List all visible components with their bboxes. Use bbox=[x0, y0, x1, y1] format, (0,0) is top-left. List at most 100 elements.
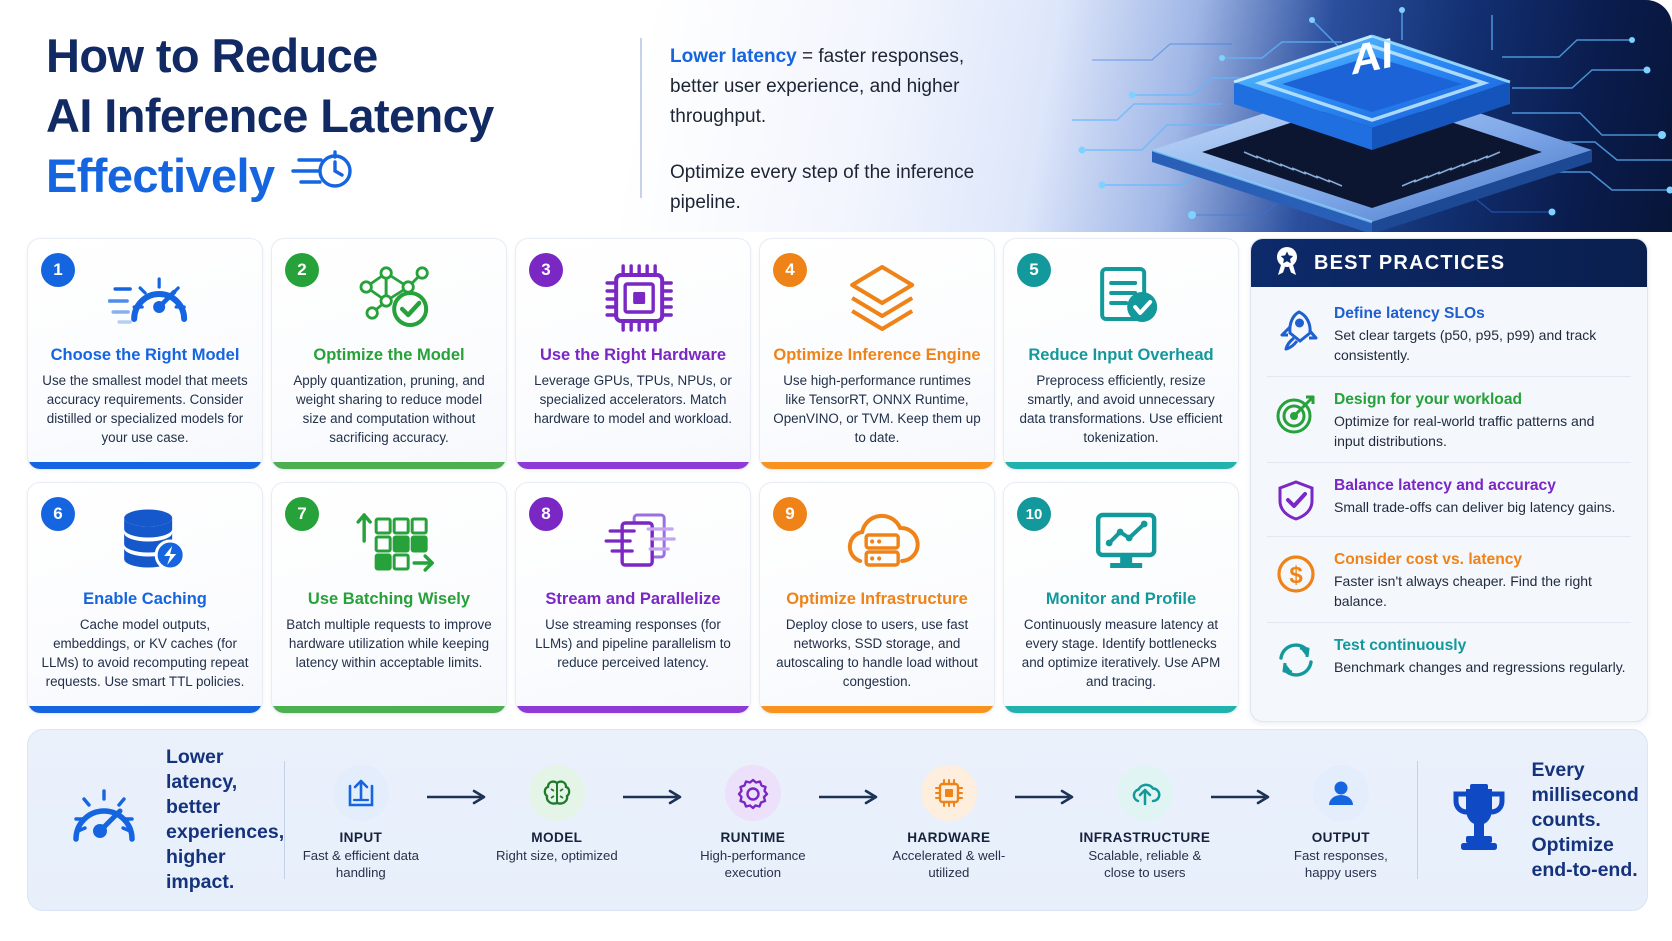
best-practice-title: Define latency SLOs bbox=[1334, 305, 1485, 322]
pipeline-stage-desc: Fast & efficient data handling bbox=[302, 847, 419, 881]
best-practice-title: Consider cost vs. latency bbox=[1334, 551, 1523, 568]
card-header: 1 bbox=[41, 253, 249, 345]
technique-card[interactable]: 5 Reduce Input Overhead Preprocess effic… bbox=[1003, 238, 1239, 470]
best-practice-item[interactable]: $ Consider cost vs. latency Faster isn't… bbox=[1267, 537, 1631, 623]
best-practice-desc: Benchmark changes and regressions regula… bbox=[1334, 659, 1626, 675]
header-intro: Lower latency = faster responses, better… bbox=[670, 42, 1000, 218]
technique-card[interactable]: 9 Optimize Infrastructure Deploy close t… bbox=[759, 482, 995, 714]
database-bolt-icon bbox=[107, 499, 193, 585]
footer-divider-left bbox=[284, 761, 285, 879]
pipeline-stage[interactable]: INFRASTRUCTURE Scalable, reliable & clos… bbox=[1079, 759, 1211, 882]
best-practice-item[interactable]: Define latency SLOs Set clear targets (p… bbox=[1267, 291, 1631, 377]
card-title: Optimize Infrastructure bbox=[786, 590, 968, 608]
best-practice-desc: Set clear targets (p50, p95, p99) and tr… bbox=[1334, 327, 1597, 363]
card-number-badge: 1 bbox=[41, 253, 75, 287]
best-practices-header: BEST PRACTICES bbox=[1251, 239, 1647, 287]
header-divider bbox=[640, 38, 642, 198]
pipeline-stage[interactable]: HARDWARE Accelerated & well-utilized bbox=[883, 759, 1015, 882]
card-description: Continuously measure latency at every st… bbox=[1021, 617, 1221, 689]
technique-card[interactable]: 2 bbox=[271, 238, 507, 470]
card-number-badge: 9 bbox=[773, 497, 807, 531]
footer-right-text: Every millisecond counts. Optimize end-t… bbox=[1531, 758, 1639, 881]
best-practice-desc: Small trade-offs can deliver big latency… bbox=[1334, 499, 1616, 515]
card-description: Apply quantization, pruning, and weight … bbox=[293, 373, 485, 445]
card-number-badge: 7 bbox=[285, 497, 319, 531]
technique-card[interactable]: 3 bbox=[515, 238, 751, 470]
stream-pages-icon bbox=[595, 499, 681, 585]
card-title: Optimize the Model bbox=[313, 346, 465, 364]
card-accent-bar bbox=[760, 706, 994, 713]
card-description: Preprocess efficiently, resize smartly, … bbox=[1019, 373, 1223, 445]
gear-icon bbox=[724, 764, 781, 821]
refresh-cycle-icon bbox=[1271, 635, 1321, 685]
ai-chip-illustration: AI bbox=[1072, 0, 1672, 232]
card-header: 6 bbox=[41, 497, 249, 589]
intro-highlight: Lower latency bbox=[670, 46, 797, 67]
card-number-badge: 5 bbox=[1017, 253, 1051, 287]
header-banner: AI How to Reduce AI Inference Latency Ef… bbox=[0, 0, 1672, 232]
pipeline-stage[interactable]: OUTPUT Fast responses, happy users bbox=[1275, 759, 1407, 882]
gauge-icon bbox=[62, 781, 146, 860]
monitor-chart-icon bbox=[1083, 499, 1169, 585]
title-line-3-wrap: Effectively bbox=[46, 146, 494, 206]
best-practices-panel: BEST PRACTICES Define latency SLOs Set c… bbox=[1250, 238, 1648, 722]
card-accent-bar bbox=[28, 706, 262, 713]
card-header: 5 bbox=[1017, 253, 1225, 345]
chip-ai-label: AI bbox=[1351, 29, 1393, 84]
pipeline-stage-name: HARDWARE bbox=[907, 829, 991, 845]
technique-card[interactable]: 6 Enable Caching Cache model bbox=[27, 482, 263, 714]
card-title: Choose the Right Model bbox=[50, 346, 240, 364]
batch-grid-icon bbox=[351, 499, 437, 585]
title-line-3: Effectively bbox=[46, 149, 275, 202]
card-description: Use streaming responses (for LLMs) and p… bbox=[535, 617, 731, 670]
card-header: 10 bbox=[1017, 497, 1225, 589]
card-accent-bar bbox=[516, 462, 750, 469]
pipeline-stage[interactable]: INPUT Fast & efficient data handling bbox=[295, 759, 427, 882]
pipeline-stage-name: RUNTIME bbox=[720, 829, 786, 845]
technique-card[interactable]: 1 bbox=[27, 238, 263, 470]
card-header: 4 bbox=[773, 253, 981, 345]
best-practice-item[interactable]: Design for your workload Optimize for re… bbox=[1267, 377, 1631, 463]
best-practices-title: BEST PRACTICES bbox=[1314, 251, 1506, 274]
technique-card[interactable]: 10 Monitor and Profile Continuously meas… bbox=[1003, 482, 1239, 714]
intro-first-paragraph: Lower latency = faster responses, better… bbox=[670, 42, 1000, 132]
card-accent-bar bbox=[760, 462, 994, 469]
pipeline-stage[interactable]: MODEL Right size, optimized bbox=[491, 759, 623, 865]
best-practice-text: Define latency SLOs Set clear targets (p… bbox=[1334, 303, 1627, 365]
best-practice-title: Test continuously bbox=[1334, 637, 1467, 654]
card-description: Cache model outputs, embeddings, or KV c… bbox=[41, 617, 249, 689]
card-title: Monitor and Profile bbox=[1045, 590, 1197, 608]
best-practice-item[interactable]: Balance latency and accuracy Small trade… bbox=[1267, 463, 1631, 537]
pipeline-arrow-icon bbox=[622, 759, 687, 810]
technique-card[interactable]: 8 Stream and Parallelize Use stre bbox=[515, 482, 751, 714]
intro-second-paragraph: Optimize every step of the inference pip… bbox=[670, 162, 975, 213]
pipeline-stage[interactable]: RUNTIME High-performance execution bbox=[687, 759, 819, 882]
pipeline-stages: INPUT Fast & efficient data handling bbox=[285, 759, 1417, 882]
user-icon bbox=[1312, 764, 1369, 821]
card-title: Use the Right Hardware bbox=[539, 346, 727, 364]
technique-card[interactable]: 4 Optimize Inference Engine Use high-per… bbox=[759, 238, 995, 470]
best-practice-item[interactable]: Test continuously Benchmark changes and … bbox=[1267, 623, 1631, 696]
card-description: Leverage GPUs, TPUs, NPUs, or specialize… bbox=[534, 373, 732, 426]
cloud-server-icon bbox=[839, 499, 925, 585]
best-practices-list: Define latency SLOs Set clear targets (p… bbox=[1251, 287, 1647, 696]
pipeline-stage-desc: Accelerated & well-utilized bbox=[892, 847, 1006, 881]
card-header: 3 bbox=[529, 253, 737, 345]
card-title: Use Batching Wisely bbox=[307, 590, 471, 608]
upload-doc-icon bbox=[332, 764, 389, 821]
card-number-badge: 3 bbox=[529, 253, 563, 287]
trophy-icon bbox=[1444, 781, 1514, 860]
card-header: 9 bbox=[773, 497, 981, 589]
pipeline-stage-name: INPUT bbox=[339, 829, 383, 845]
card-accent-bar bbox=[1004, 462, 1238, 469]
card-title: Optimize Inference Engine bbox=[773, 346, 981, 364]
best-practice-text: Design for your workload Optimize for re… bbox=[1334, 389, 1627, 451]
footer-divider-right bbox=[1416, 761, 1418, 879]
best-practice-title: Design for your workload bbox=[1334, 391, 1523, 408]
card-accent-bar bbox=[272, 462, 506, 469]
target-dart-icon bbox=[1271, 389, 1321, 439]
technique-card[interactable]: 7 bbox=[271, 482, 507, 714]
footer-left-text: Lower latency, better experiences, highe… bbox=[166, 746, 285, 893]
card-description: Deploy close to users, use fast networks… bbox=[776, 617, 978, 689]
